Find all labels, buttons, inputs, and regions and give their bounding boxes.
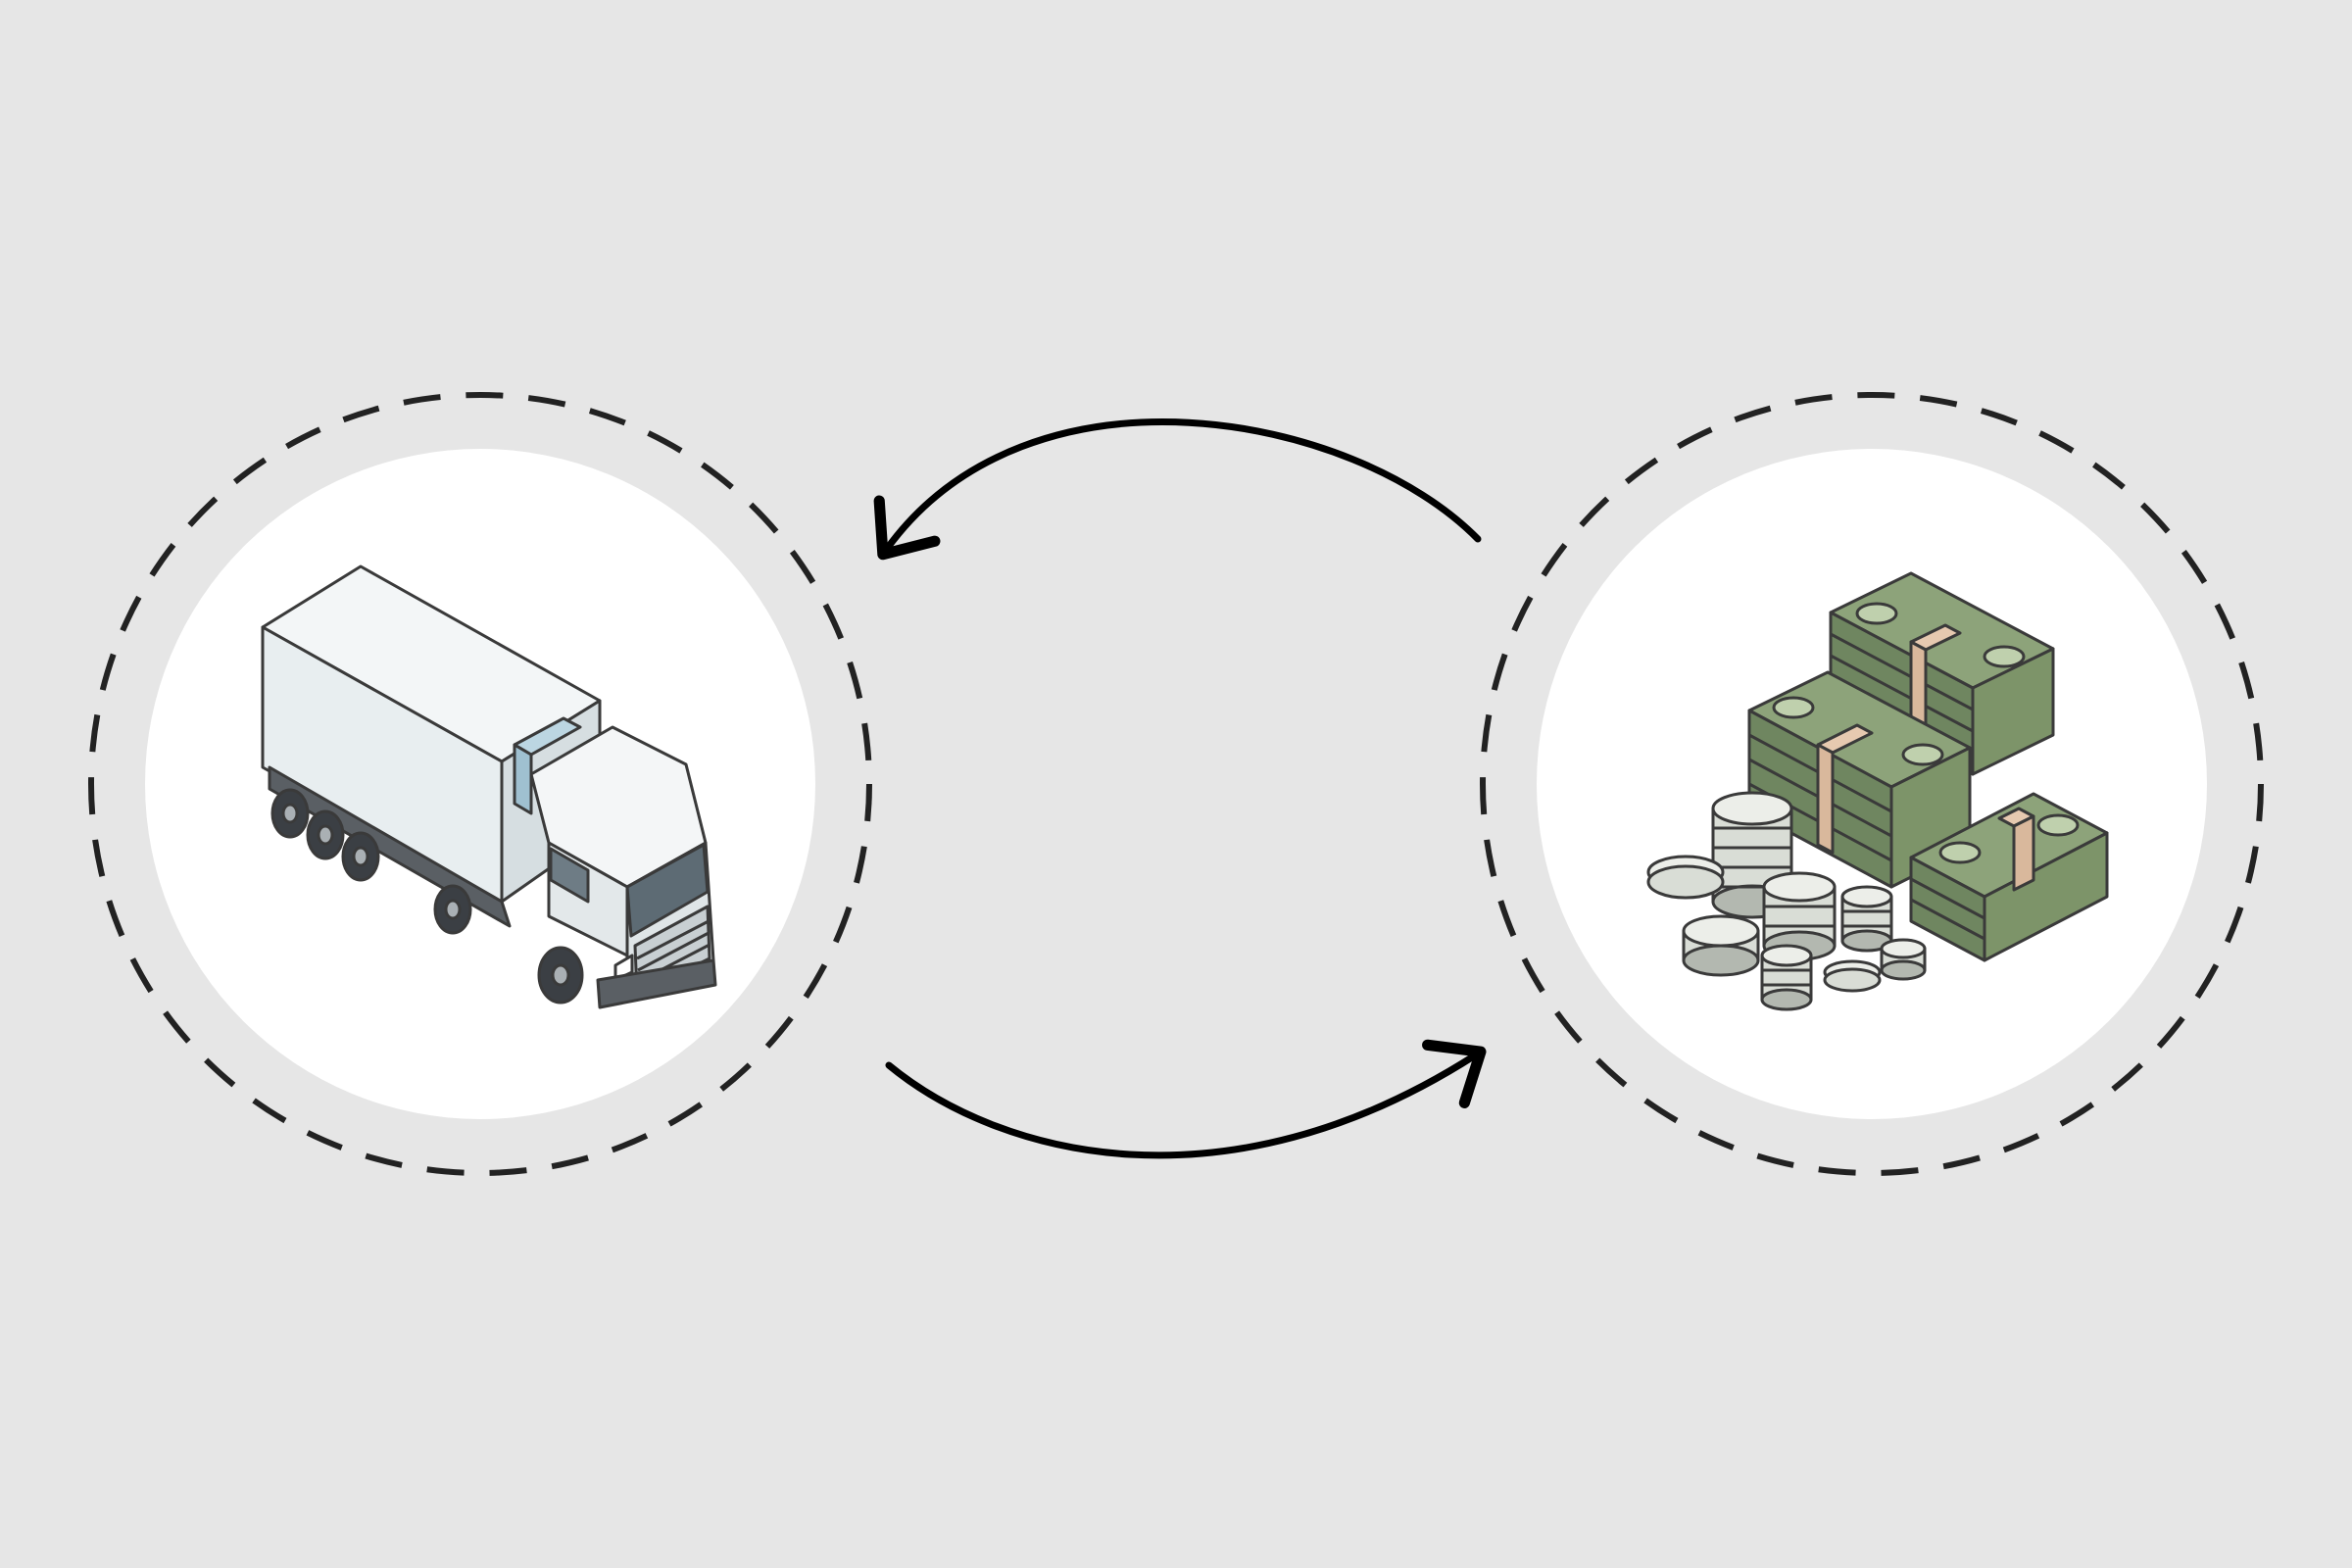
money-node bbox=[1480, 392, 2264, 1176]
truck-node-dashed-ring bbox=[88, 392, 872, 1176]
refrigerated-truck-icon bbox=[261, 564, 717, 1009]
arrow-truck-to-money bbox=[885, 1039, 1487, 1159]
cash-stack-right bbox=[1909, 792, 2109, 962]
coin-stacks bbox=[1646, 791, 1927, 1011]
arrow-money-to-truck bbox=[873, 418, 1482, 561]
money-node-dashed-ring bbox=[1480, 392, 2264, 1176]
money-stacks-and-coins-icon bbox=[1646, 571, 2109, 1011]
truck-node bbox=[88, 392, 872, 1176]
